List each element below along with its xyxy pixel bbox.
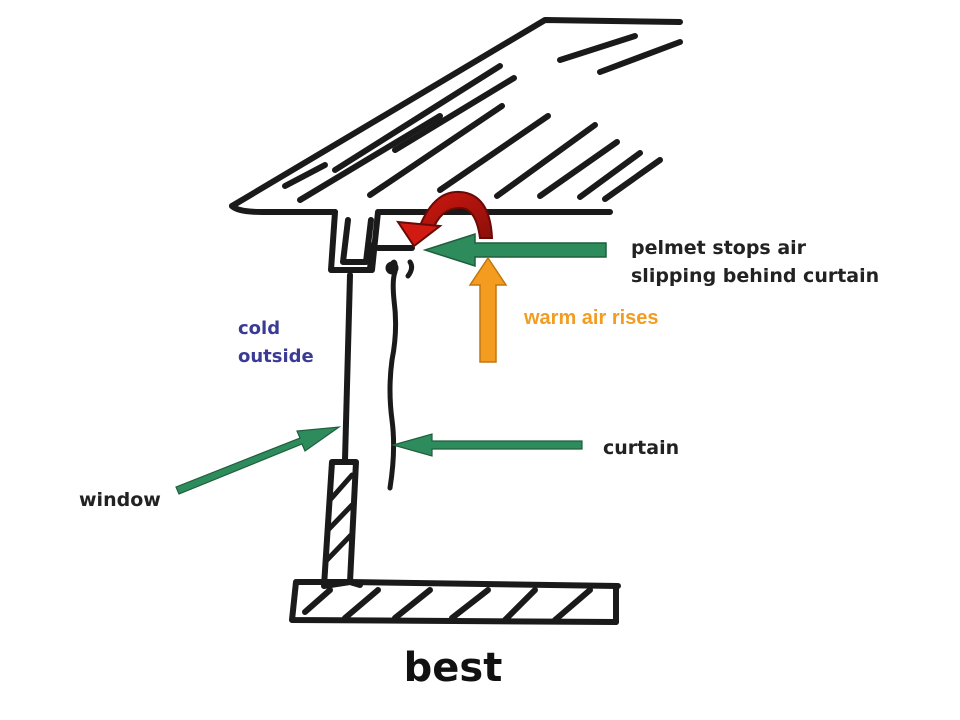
ceiling-structure <box>229 17 683 215</box>
floor <box>289 579 621 625</box>
diagram-title: best <box>403 645 503 691</box>
cold-outside-label: cold outside <box>238 318 314 367</box>
curtain-drawing <box>385 259 415 491</box>
curtain-label: curtain <box>603 437 680 459</box>
red-curl-arrow <box>396 190 494 248</box>
ceiling-hatching <box>282 33 683 203</box>
window-arrow <box>175 426 342 495</box>
warm-air-arrow <box>468 256 508 363</box>
wall-hatching <box>324 472 355 563</box>
warm-air-label: warm air rises <box>524 307 659 329</box>
curtain-arrow <box>390 433 583 457</box>
pelmet-arrow <box>422 232 607 268</box>
pelmet-label: pelmet stops air slipping behind curtain <box>631 237 880 287</box>
window-label: window <box>79 489 161 511</box>
pelmet <box>328 209 415 273</box>
